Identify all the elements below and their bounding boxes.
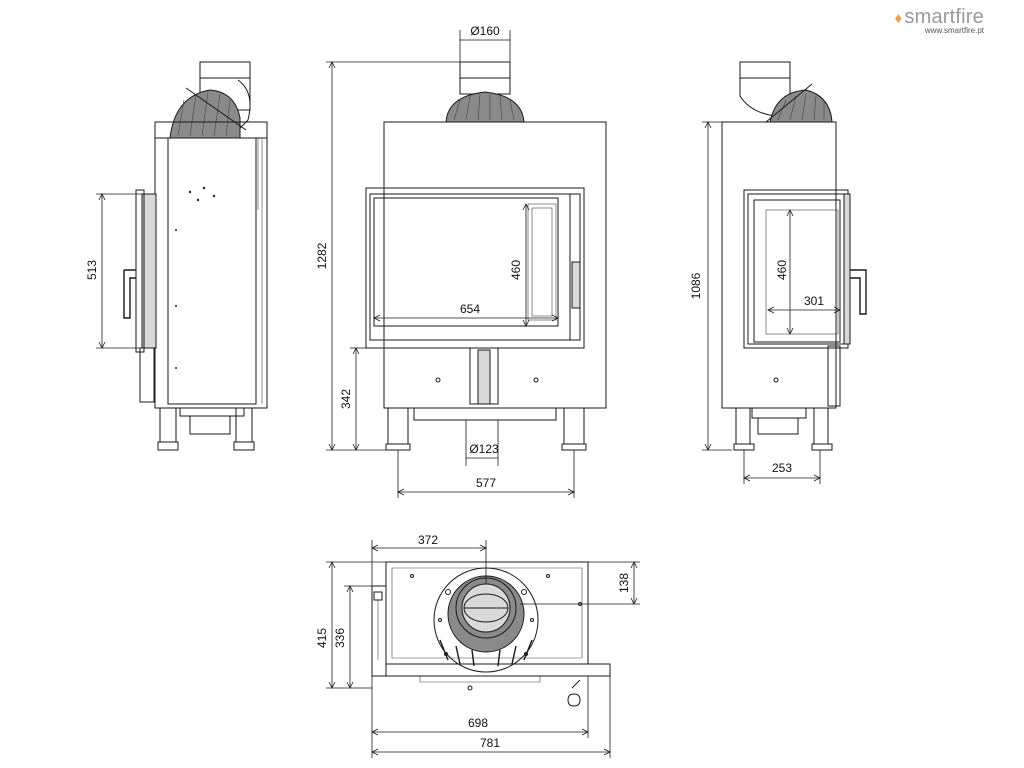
dim-front-total-height: 1282 <box>315 242 329 269</box>
brand-logo: ♦smartfire www.smartfire.pt <box>895 6 984 35</box>
dim-plan-width-inner: 698 <box>468 716 488 730</box>
dim-base-width-front: 577 <box>476 476 496 490</box>
dim-front-lower-height: 342 <box>339 389 353 409</box>
dim-flue-bottom: Ø123 <box>469 442 499 456</box>
side-view-left <box>96 61 268 451</box>
plan-view <box>326 540 640 758</box>
dim-glass-height-front: 460 <box>509 260 523 280</box>
dim-glass-height-side: 460 <box>775 260 789 280</box>
svg-text:·: · <box>750 79 751 83</box>
flame-icon: ♦ <box>894 10 903 27</box>
side-view-right: · <box>702 61 867 484</box>
front-view <box>326 30 607 498</box>
dim-plan-offset: 372 <box>418 533 438 547</box>
dim-glass-width-front: 654 <box>460 302 480 316</box>
dim-glass-width-side: 301 <box>804 294 824 308</box>
dim-side-right-total: 1086 <box>689 272 703 299</box>
brand-name: smartfire <box>904 6 984 28</box>
dim-plan-depth-inner: 336 <box>333 628 347 648</box>
dim-plan-flue-offset: 138 <box>617 573 631 593</box>
brand-url: www.smartfire.pt <box>924 26 984 35</box>
dim-flue-top: Ø160 <box>470 24 500 38</box>
dim-plan-width-total: 781 <box>480 736 500 750</box>
dim-base-width-side: 253 <box>772 461 792 475</box>
dim-plan-depth-total: 415 <box>315 628 329 648</box>
dim-side-left-height: 513 <box>85 260 99 280</box>
